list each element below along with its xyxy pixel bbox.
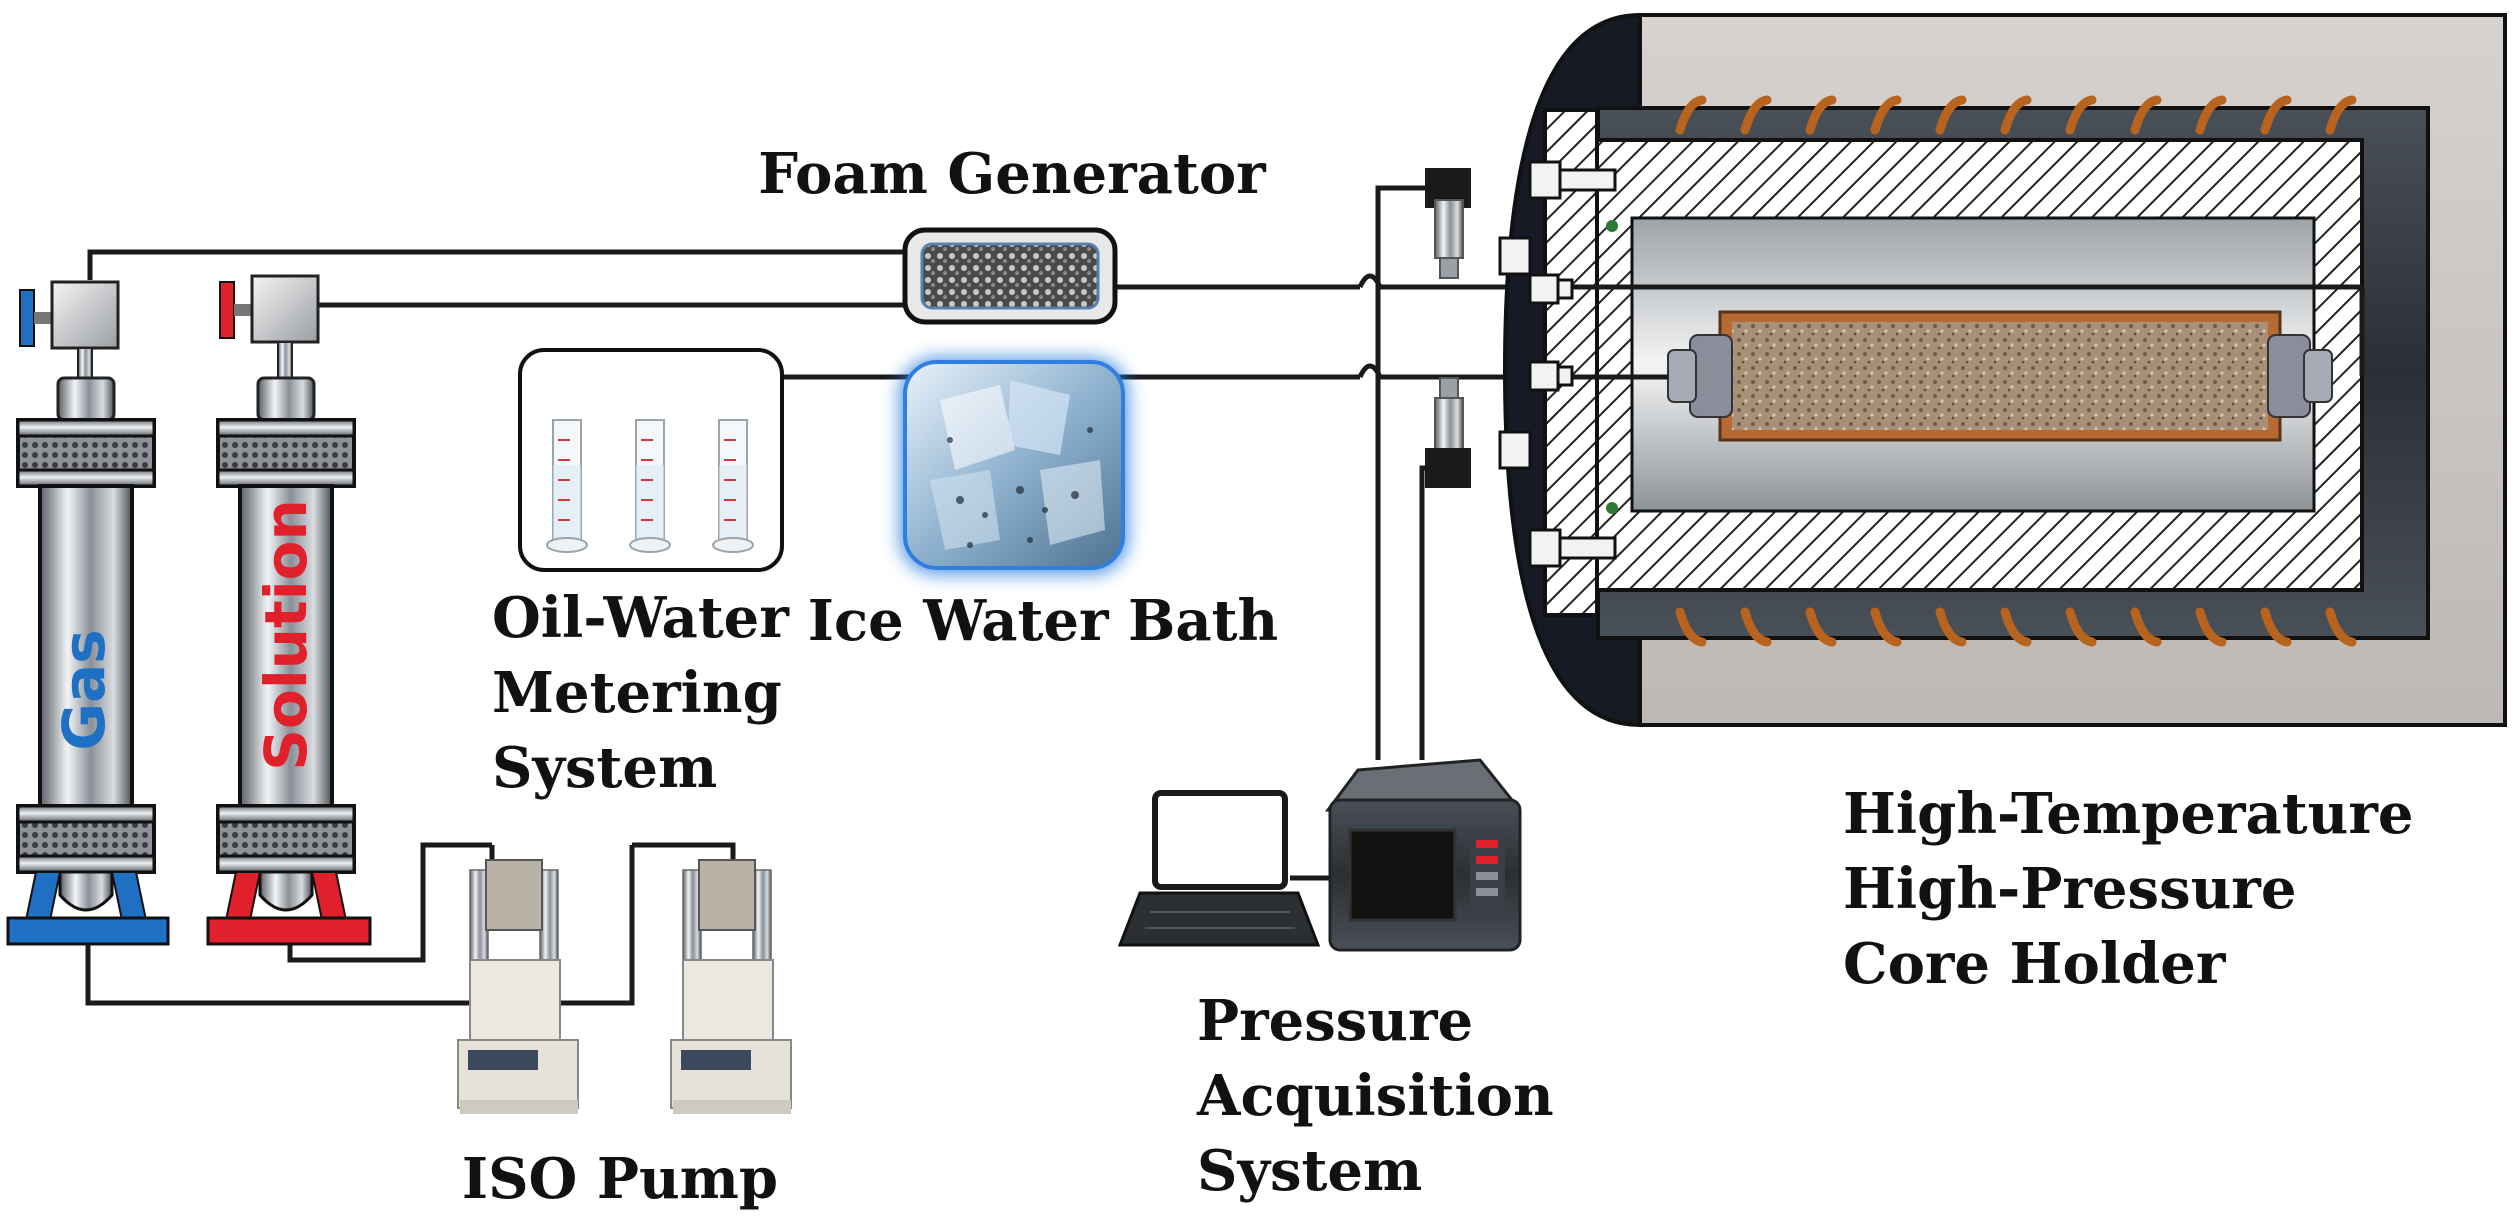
solution-label: Solution <box>252 499 320 771</box>
oil-water-label-line2: Metering <box>492 660 782 726</box>
ice-water-bath-label: Ice Water Bath <box>808 588 1278 654</box>
daq-screen <box>1348 828 1457 922</box>
core-holder-label-line1: High-Temperature <box>1843 781 2413 847</box>
core-holder-label-line2: High-Pressure <box>1843 856 2296 922</box>
laptop <box>1117 790 1321 947</box>
pressure-acq-label-line3: System <box>1197 1138 1422 1204</box>
iso-pump-2 <box>670 859 792 1114</box>
gas-label: Gas <box>50 629 118 750</box>
core-holder <box>1498 13 2507 727</box>
pressure-acq-label-line1: Pressure <box>1197 988 1473 1054</box>
foam-generator: Foam Generator <box>758 141 1267 325</box>
oil-water-label-line1: Oil-Water <box>492 585 790 651</box>
oil-water-metering-system: Oil-Water Metering System <box>492 348 790 801</box>
pressure-sensor-upper <box>1425 168 1471 279</box>
flange-bolts <box>1498 160 1617 568</box>
core-sleeve <box>1667 310 2333 442</box>
gas-cylinder: Gas <box>6 280 170 946</box>
data-acquisition-unit <box>1324 758 1522 952</box>
iso-pump-1 <box>457 859 579 1114</box>
iso-pump-label: ISO Pump <box>462 1146 778 1212</box>
sensor-line-lower <box>1419 465 1450 760</box>
pump-line-solution <box>287 842 492 963</box>
pump-line-gas <box>85 845 635 1006</box>
foam-generator-label: Foam Generator <box>758 141 1267 207</box>
solution-valve[interactable] <box>250 274 320 344</box>
oil-water-label-line3: System <box>492 735 717 801</box>
pressure-acq-label-line2: Acquisition <box>1196 1063 1554 1129</box>
heater-coils <box>1675 95 2357 647</box>
solution-cylinder: Solution <box>206 274 372 946</box>
ice-water-bath: Ice Water Bath <box>808 358 1278 654</box>
gas-line <box>87 249 905 280</box>
core-sample <box>1732 322 2268 430</box>
gas-valve[interactable] <box>50 280 120 350</box>
core-holder-label-line3: Core Holder <box>1843 931 2227 997</box>
pressure-sensor-lower <box>1425 377 1471 488</box>
